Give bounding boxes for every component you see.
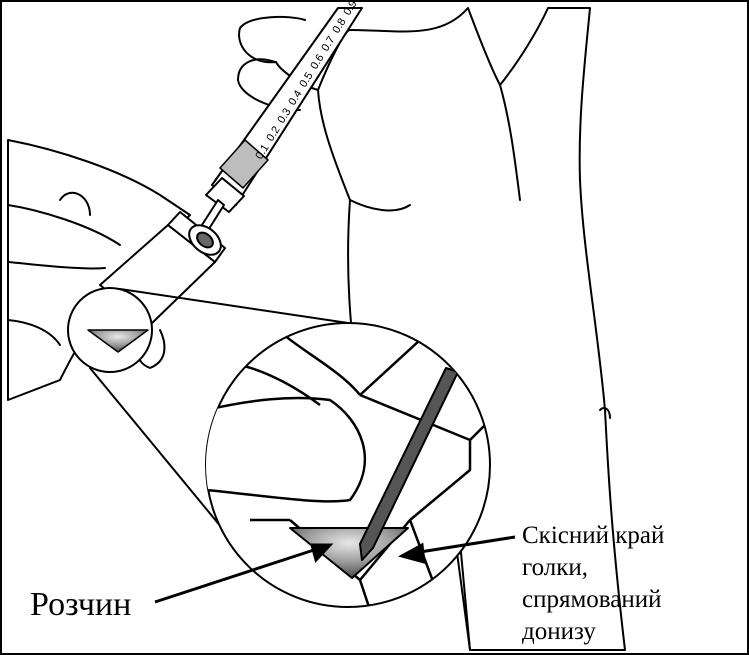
label-solution: Розчин [30,586,132,623]
label-bevel-line-1: Скісний край [522,522,665,549]
arrow-bevel [419,535,516,554]
zoom-line-top [119,288,349,324]
magnified-view [206,329,490,607]
label-bevel-line-2: голки, [522,554,589,581]
label-bevel-line-4: донизу [522,618,596,645]
zoom-line-bottom [89,367,237,546]
syringe [185,7,363,263]
label-bevel-line-3: спрямований [522,586,662,613]
label-needle-bevel-down: Скісний край голки, спрямований донизу [522,520,664,648]
arrow-solution [154,546,321,604]
